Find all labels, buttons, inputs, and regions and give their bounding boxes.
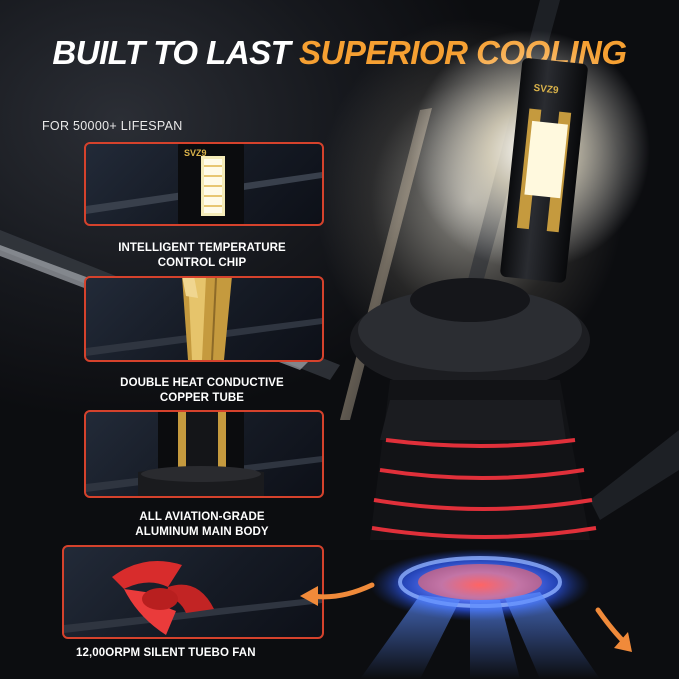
aluminum-body-icon (86, 412, 322, 496)
feature-caption-copper: DOUBLE HEAT CONDUCTIVE COPPER TUBE (72, 376, 332, 406)
feature-caption-line: CONTROL CHIP (157, 257, 247, 269)
feature-caption-aluminum: ALL AVIATION-GRADE ALUMINUM MAIN BODY (72, 510, 332, 540)
arrow-right-icon (614, 632, 632, 652)
feature-caption-line: ALUMINUM MAIN BODY (135, 526, 269, 538)
copper-tube-icon (86, 278, 322, 360)
arrow-left-icon (300, 586, 318, 606)
feature-panel-aluminum (84, 410, 324, 498)
feature-caption-chip: INTELLIGENT TEMPERATURE CONTROL CHIP (72, 241, 332, 271)
svg-text:SVZ9: SVZ9 (184, 148, 207, 158)
feature-panel-chip: SVZ9 (84, 142, 324, 226)
led-chip-icon: SVZ9 (86, 144, 322, 224)
headline-part-built-to-last: BUILT TO LAST (52, 34, 291, 71)
svg-text:SVZ9: SVZ9 (533, 83, 559, 97)
feature-panel-fan (62, 545, 324, 639)
feature-caption-fan: 12,00ORPM SILENT TUEBO FAN (76, 647, 256, 659)
feature-caption-line: ALL AVIATION-GRADE (139, 511, 265, 523)
feature-caption-line: INTELLIGENT TEMPERATURE (118, 242, 286, 254)
subheadline: FOR 50000+ LIFESPAN (42, 119, 183, 133)
feature-panel-copper (84, 276, 324, 362)
feature-caption-line: DOUBLE HEAT CONDUCTIVE (120, 377, 284, 389)
fan-blade-icon (64, 561, 322, 635)
feature-caption-line: COPPER TUBE (159, 392, 245, 404)
